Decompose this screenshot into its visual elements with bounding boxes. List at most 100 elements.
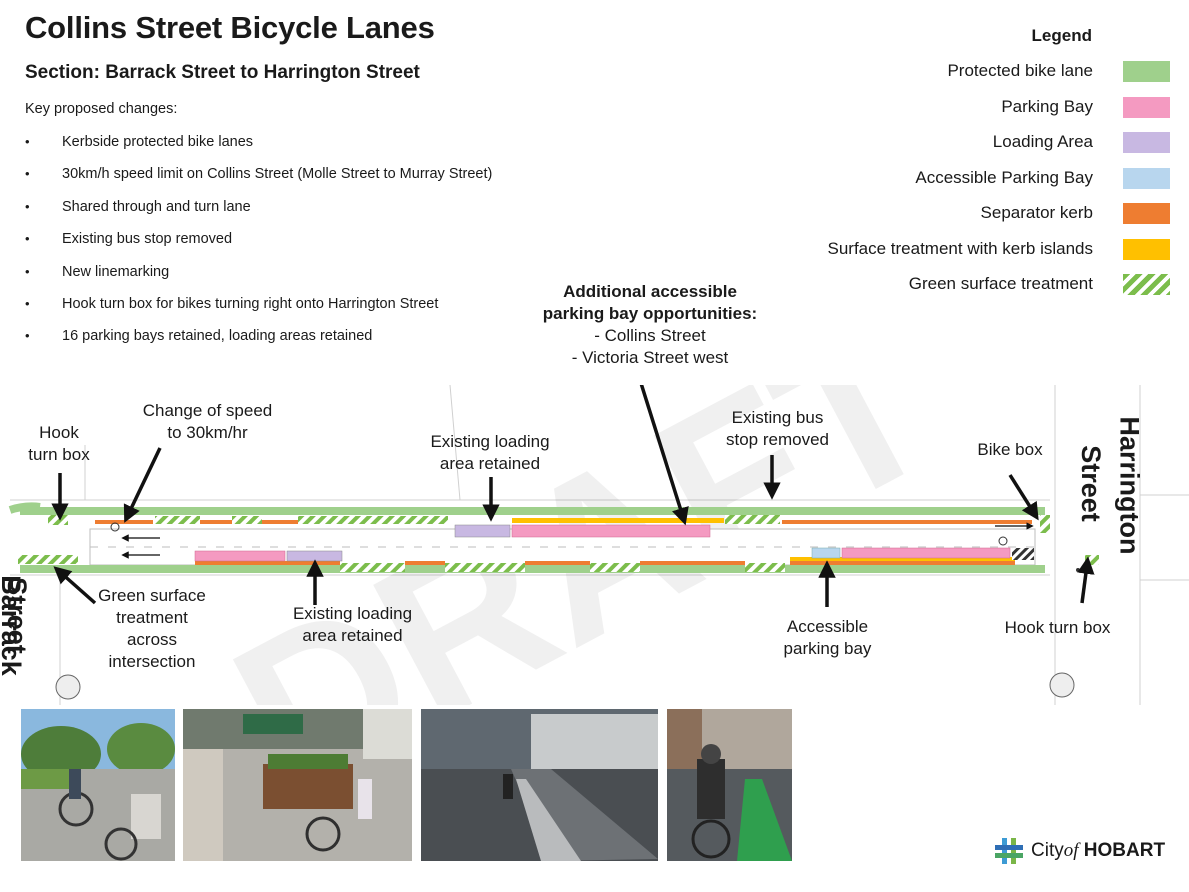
changes-list: Kerbside protected bike lanes 30km/h spe… <box>25 132 492 359</box>
legend-swatch <box>1123 96 1170 118</box>
label-line: area retained <box>302 626 403 645</box>
legend-swatch <box>1123 273 1170 295</box>
separator-kerb <box>782 520 1032 524</box>
background-linework <box>10 385 1189 705</box>
label-line: Change of speed <box>142 401 273 420</box>
legend-item-surface-treatment: Surface treatment with kerb islands <box>827 236 1170 262</box>
callout-heading: Additional accessible <box>563 282 737 301</box>
legend-label: Separator kerb <box>980 203 1093 222</box>
no-stopping-hatch <box>1012 548 1034 560</box>
loading-area-top <box>454 524 511 538</box>
legend-title: Legend <box>1031 26 1092 45</box>
label-line: stop removed <box>726 430 829 449</box>
green-treatment <box>745 563 785 572</box>
street-name-harrington: Harrington <box>1114 417 1145 555</box>
label-hook-turn-box-left: Hook turn box <box>20 422 98 466</box>
label-line: Existing loading <box>430 432 550 451</box>
label-change-of-speed: Change of speed to 30km/hr <box>125 400 290 444</box>
separator-kerb <box>95 520 153 524</box>
signal-icon <box>1076 568 1080 572</box>
list-item: 16 parking bays retained, loading areas … <box>25 326 492 358</box>
legend-label: Protected bike lane <box>947 61 1093 80</box>
parking-bays-bottom-left <box>194 550 286 562</box>
separator-kerb <box>200 520 232 524</box>
label-bus-stop-removed: Existing bus stop removed <box>710 407 845 451</box>
list-item: Shared through and turn lane <box>25 197 492 229</box>
list-item: 30km/h speed limit on Collins Street (Mo… <box>25 164 492 196</box>
legend-swatch <box>1123 131 1170 153</box>
legend-item-separator-kerb: Separator kerb <box>981 200 1170 226</box>
legend-swatch <box>1123 238 1170 260</box>
separator-kerb <box>790 561 1015 565</box>
label-line: treatment <box>116 608 188 627</box>
accessible-parking-callout: Additional accessible parking bay opport… <box>520 281 780 369</box>
green-treatment <box>232 516 262 524</box>
label-line: Hook <box>39 423 79 442</box>
green-treatment <box>445 563 525 572</box>
legend-swatch <box>1123 167 1170 189</box>
tree-icon <box>1049 672 1075 698</box>
street-name-part: Street <box>1075 445 1106 522</box>
parking-bays-bottom-right <box>841 547 1011 559</box>
green-treatment <box>155 516 200 524</box>
green-treatment <box>590 563 640 572</box>
green-treatment <box>340 563 405 572</box>
legend-swatch <box>1123 60 1170 82</box>
list-item: Kerbside protected bike lanes <box>25 132 492 164</box>
top-bike-lane <box>20 507 1045 515</box>
separator-kerb <box>195 561 340 565</box>
street-plan-diagram: DRAFT <box>8 385 1189 705</box>
city-of-hobart-logo: Cityof HOBART <box>995 838 1165 864</box>
label-loading-area-bottom: Existing loading area retained <box>270 603 435 647</box>
label-line: Green surface <box>98 586 206 605</box>
page-title: Collins Street Bicycle Lanes <box>25 10 435 45</box>
legend-swatch <box>1123 202 1170 224</box>
legend-label: Parking Bay <box>1001 97 1093 116</box>
street-name-part: Harrington <box>1114 416 1145 555</box>
separator-kerb <box>262 520 298 524</box>
label-line: Existing bus <box>731 408 824 427</box>
photo-green-bike-lane <box>667 709 792 861</box>
green-treatment <box>298 516 448 524</box>
list-item: New linemarking <box>25 262 492 294</box>
callout-heading: parking bay opportunities: <box>542 304 758 323</box>
green-treatment <box>48 515 68 525</box>
label-accessible-parking-bay: Accessible parking bay <box>765 616 890 660</box>
label-line: turn box <box>28 445 90 464</box>
label-line: across <box>126 630 178 649</box>
green-treatment <box>725 515 780 524</box>
surface-treatment <box>512 518 724 523</box>
green-treatment <box>18 555 78 564</box>
label-bike-box: Bike box <box>977 440 1043 459</box>
legend-label: Loading Area <box>992 132 1093 151</box>
intro-text: Key proposed changes: <box>25 101 178 117</box>
label-line: Accessible <box>786 617 869 636</box>
label-line: intersection <box>108 652 196 671</box>
legend-label: Green surface treatment <box>908 274 1093 293</box>
speed-sign-icon <box>998 536 1008 546</box>
callout-arrows <box>51 385 1095 607</box>
green-treatment <box>1085 555 1099 565</box>
list-item: Existing bus stop removed <box>25 229 492 261</box>
hobart-logo-icon <box>995 838 1023 864</box>
surface-treatment <box>790 557 1015 561</box>
label-green-surface: Green surface treatment across intersect… <box>88 585 216 673</box>
bottom-bike-lane <box>20 565 1045 573</box>
label-line: area retained <box>439 454 541 473</box>
separator-kerb <box>640 561 745 565</box>
label-loading-area-top: Existing loading area retained <box>410 431 570 475</box>
callout-item: - Victoria Street west <box>571 348 729 367</box>
label-hook-turn-box-right: Hook turn box <box>1004 618 1111 637</box>
legend-label: Accessible Parking Bay <box>915 168 1093 187</box>
legend-item-green-surface-treatment: Green surface treatment <box>909 271 1170 297</box>
callout-item: - Collins Street <box>594 326 706 345</box>
separator-kerb <box>405 561 445 565</box>
street-name-part: Street <box>1 577 32 654</box>
legend-item-accessible-parking-bay: Accessible Parking Bay <box>915 165 1170 191</box>
legend-item-loading-area: Loading Area <box>993 129 1170 155</box>
photo-cyclist-street <box>21 709 175 861</box>
photo-bike-lane-road <box>421 709 658 861</box>
legend: Legend Protected bike lane Parking Bay L… <box>760 24 1170 314</box>
list-item: Hook turn box for bikes turning right on… <box>25 294 492 326</box>
label-line: parking bay <box>783 639 872 658</box>
